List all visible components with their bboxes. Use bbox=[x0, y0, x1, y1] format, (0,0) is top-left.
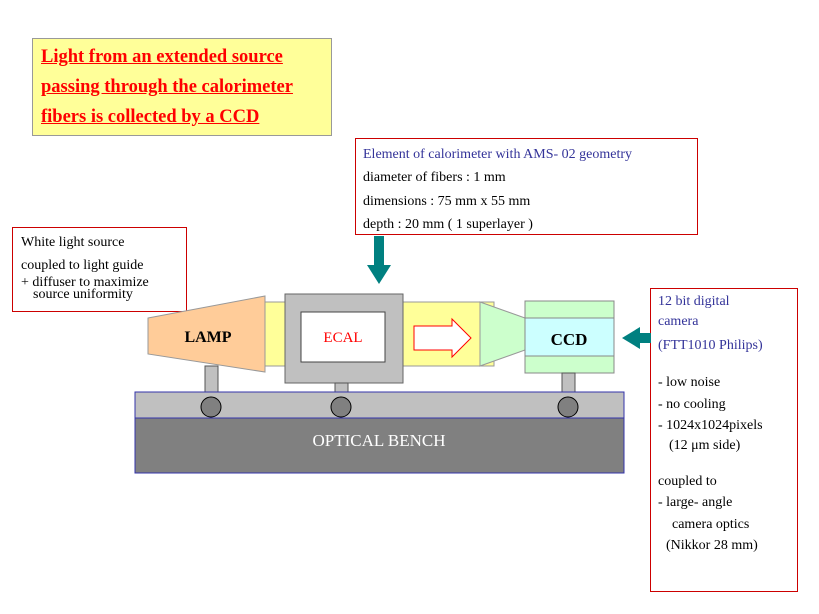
ecal-label: ECAL bbox=[323, 330, 362, 346]
ecal-info-heading: Element of calorimeter with AMS- 02 geom… bbox=[363, 147, 633, 162]
ecal-info-dimensions: dimensions : 75 mm x 55 mm bbox=[363, 193, 531, 209]
title-box: Light from an extended source passing th… bbox=[32, 38, 332, 136]
ecal-pointer-arrow bbox=[367, 236, 391, 284]
camera-coupling-line-1: coupled to bbox=[658, 473, 717, 489]
lamp-info-line-2: coupled to light guide bbox=[21, 258, 144, 273]
ecal-mount-knob bbox=[330, 396, 352, 418]
camera-info-box: 12 bit digital camera (FTT1010 Philips) … bbox=[650, 288, 798, 592]
camera-coupling-line-4: (Nikkor 28 mm) bbox=[666, 538, 758, 553]
ecal-element bbox=[300, 311, 386, 363]
lamp-info-line-3: + diffuser to maximize bbox=[21, 275, 149, 290]
light-direction-arrow bbox=[413, 317, 472, 359]
ccd-sensor bbox=[524, 317, 615, 357]
camera-coupling-line-2: - large- angle bbox=[658, 495, 733, 510]
ecal-info-box: Element of calorimeter with AMS- 02 geom… bbox=[355, 138, 698, 235]
camera-feature-pixels: - 1024x1024pixels bbox=[658, 418, 763, 433]
camera-feature-pixel-size: (12 μm side) bbox=[669, 437, 741, 453]
camera-feature-noise: - low noise bbox=[658, 375, 721, 390]
title-line-3: fibers is collected by a CCD bbox=[41, 107, 260, 127]
camera-coupling-line-3: camera optics bbox=[672, 516, 750, 532]
ecal-info-fibers: diameter of fibers : 1 mm bbox=[363, 170, 506, 185]
lamp bbox=[147, 295, 266, 373]
lamp-mount-knob bbox=[200, 396, 222, 418]
camera-feature-cooling: - no cooling bbox=[658, 396, 726, 412]
optical-bench-body bbox=[134, 417, 625, 474]
ccd-pointer-arrow bbox=[622, 327, 651, 349]
title-line-2: passing through the calorimeter bbox=[41, 77, 293, 97]
camera-info-line-1: 12 bit digital bbox=[658, 294, 730, 309]
optical-bench-label: OPTICAL BENCH bbox=[312, 431, 445, 450]
camera-info-line-3: (FTT1010 Philips) bbox=[658, 338, 763, 353]
camera-optics bbox=[479, 301, 526, 367]
ccd-mount-knob bbox=[557, 396, 579, 418]
lamp-info-line-1: White light source bbox=[21, 235, 125, 250]
lamp-label: LAMP bbox=[184, 329, 231, 346]
lamp-info-box: White light source coupled to light guid… bbox=[12, 227, 187, 312]
lamp-info-line-4: source uniformity bbox=[33, 287, 133, 302]
ccd-label: CCD bbox=[551, 330, 588, 349]
title-line-1: Light from an extended source bbox=[41, 47, 283, 67]
ecal-info-depth: depth : 20 mm ( 1 superlayer ) bbox=[363, 217, 533, 232]
camera-info-line-2: camera bbox=[658, 314, 699, 329]
